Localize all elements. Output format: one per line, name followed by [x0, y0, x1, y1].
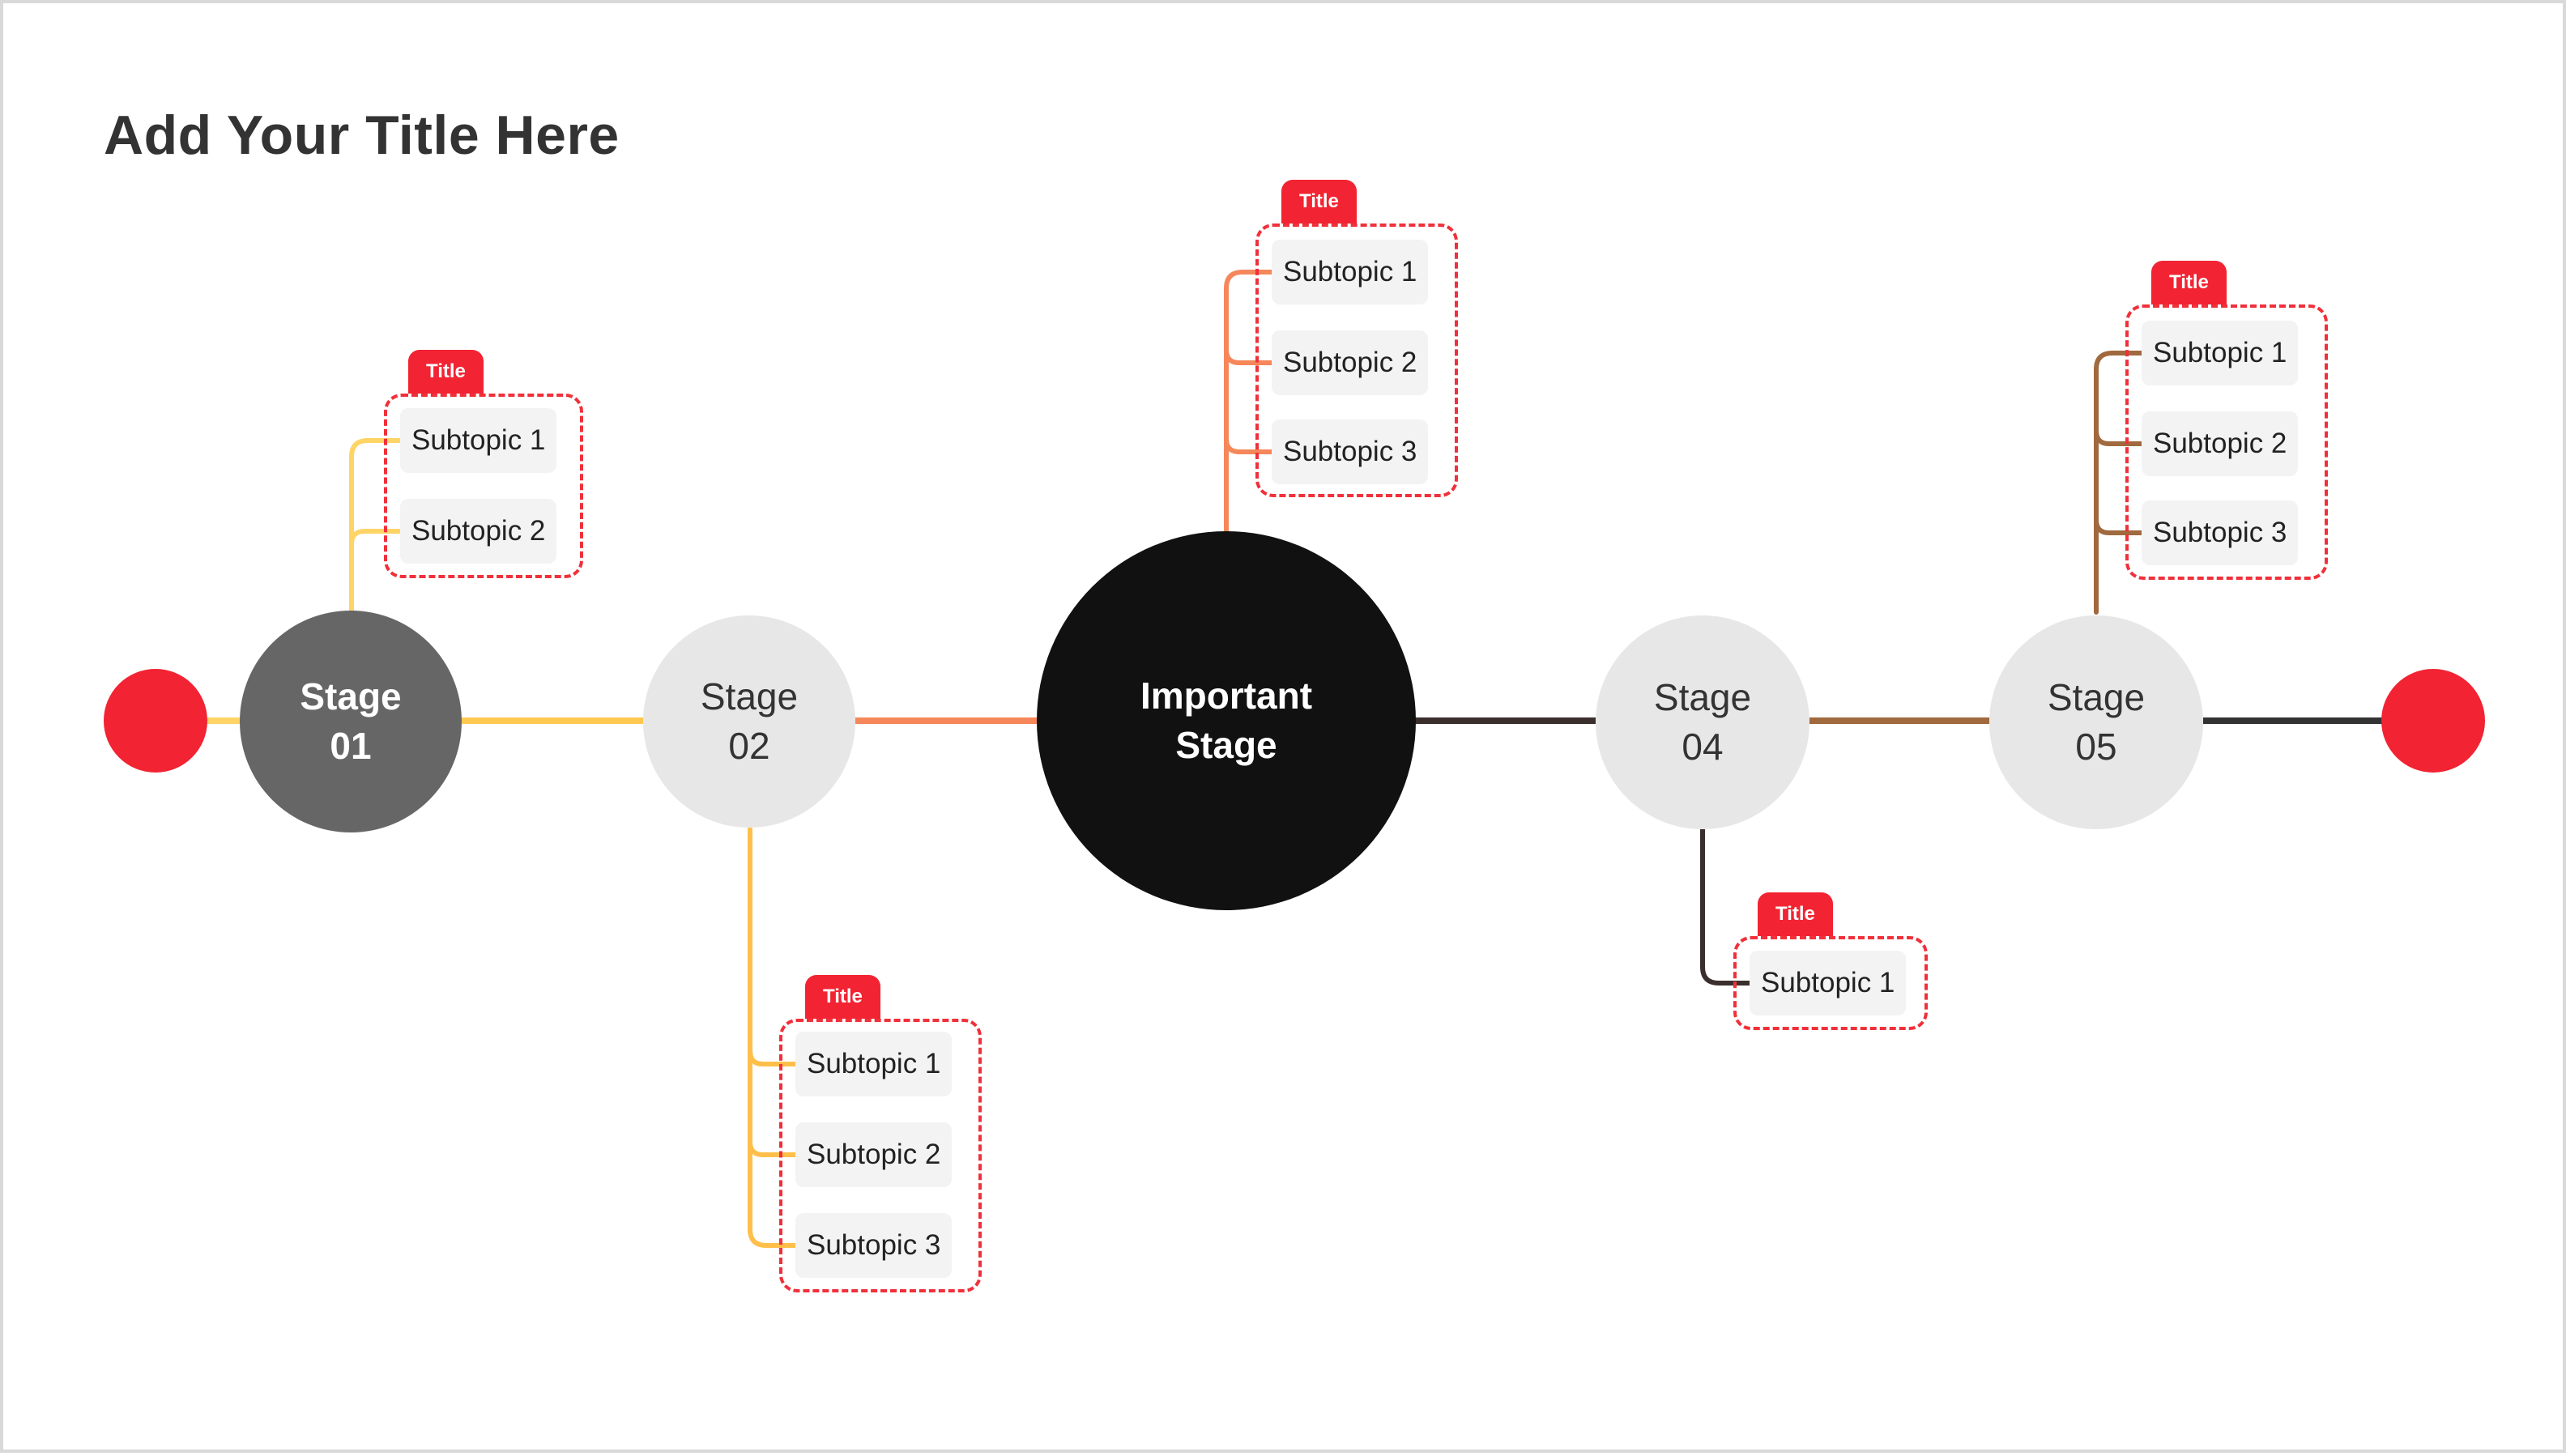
stage-node-important[interactable]: Important Stage [1037, 531, 1416, 910]
timeline-end-dot [2381, 669, 2485, 773]
group-title-tag[interactable]: Title [2151, 261, 2227, 304]
subtopic-group-stage-02: Title Subtopic 1 Subtopic 2 Subtopic 3 [779, 975, 982, 1292]
group-title-tag[interactable]: Title [805, 975, 880, 1019]
branch-important [1224, 270, 1274, 535]
connector-layer [156, 270, 2385, 1248]
stage-label-line2: Stage [1175, 724, 1277, 766]
subtopic-item[interactable]: Subtopic 3 [795, 1213, 953, 1278]
subtopic-group-important: Title Subtopic 1 Subtopic 2 Subtopic 3 [1255, 180, 1458, 497]
stage-label-line2: 02 [728, 725, 770, 767]
stage-label-line2: 05 [2075, 726, 2117, 768]
stage-node-05[interactable]: Stage 05 [1989, 615, 2203, 829]
branch-stage-04 [1700, 827, 1754, 986]
group-dashed-border [1733, 936, 1928, 1030]
stage-label-line1: Stage [1653, 676, 1752, 719]
subtopic-group-stage-05: Title Subtopic 1 Subtopic 2 Subtopic 3 [2125, 261, 2328, 580]
stage-node-02[interactable]: Stage 02 [643, 615, 855, 828]
timeline-start-dot [104, 669, 207, 773]
branch-stage-05 [2094, 351, 2144, 615]
group-title-tag[interactable]: Title [1758, 892, 1833, 936]
subtopic-item[interactable]: Subtopic 1 [400, 408, 557, 473]
group-dashed-border [1255, 224, 1458, 497]
subtopic-group-stage-01: Title Subtopic 1 Subtopic 2 [384, 350, 583, 578]
branch-stage-02 [748, 827, 799, 1248]
stage-node-04[interactable]: Stage 04 [1596, 615, 1809, 829]
group-dashed-border [384, 394, 583, 578]
subtopic-item[interactable]: Subtopic 2 [2142, 411, 2299, 476]
branch-stage-01 [349, 438, 407, 615]
stage-label-line2: 04 [1682, 726, 1724, 768]
stage-label-line1: Stage [2047, 676, 2146, 719]
stage-label-line2: 01 [330, 725, 372, 767]
subtopic-item[interactable]: Subtopic 1 [2142, 321, 2299, 385]
subtopic-item[interactable]: Subtopic 2 [1272, 330, 1429, 395]
group-title-tag[interactable]: Title [408, 350, 484, 394]
stage-label-line1: Stage [700, 675, 799, 718]
subtopic-item[interactable]: Subtopic 2 [795, 1122, 953, 1187]
stage-label-line1: Important [1140, 675, 1313, 717]
subtopic-group-stage-04: Title Subtopic 1 [1733, 892, 1928, 1030]
subtopic-item[interactable]: Subtopic 1 [1272, 240, 1429, 304]
stage-node-01[interactable]: Stage 01 [240, 611, 462, 832]
subtopic-item[interactable]: Subtopic 1 [1750, 951, 1907, 1015]
subtopic-item[interactable]: Subtopic 3 [1272, 419, 1429, 484]
subtopic-item[interactable]: Subtopic 3 [2142, 500, 2299, 565]
group-dashed-border [2125, 304, 2328, 580]
subtopic-item[interactable]: Subtopic 1 [795, 1032, 953, 1096]
stage-label-line1: Stage [300, 675, 402, 718]
subtopic-item[interactable]: Subtopic 2 [400, 499, 557, 564]
group-dashed-border [779, 1019, 982, 1292]
page-title: Add Your Title Here [104, 104, 620, 166]
group-title-tag[interactable]: Title [1281, 180, 1357, 224]
